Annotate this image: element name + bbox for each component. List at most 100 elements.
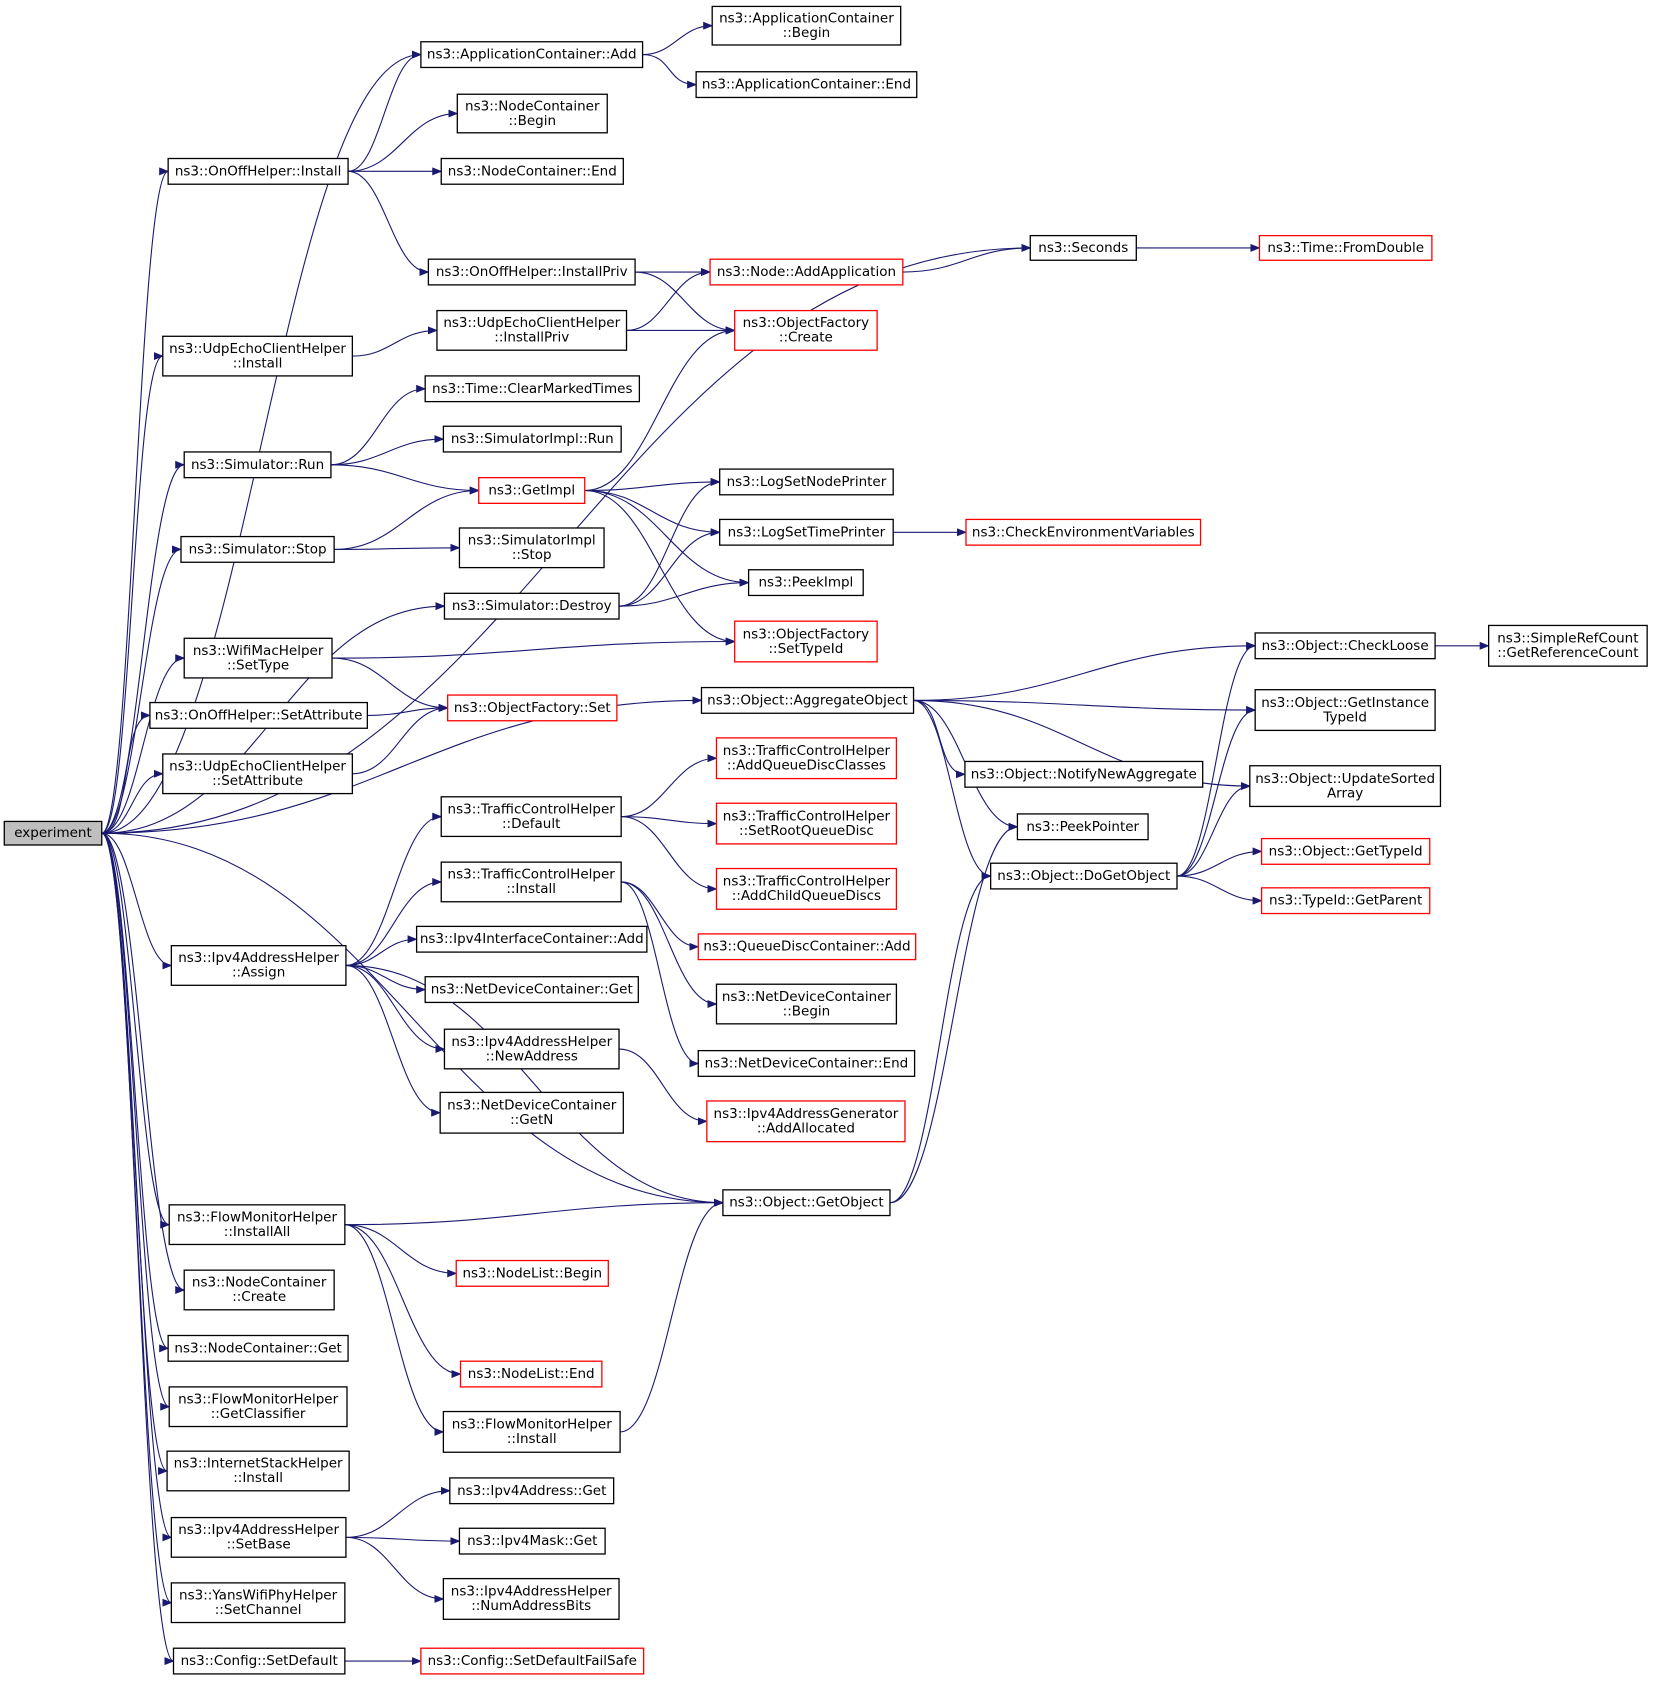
node-nlEnd[interactable]: ns3::NodeList::End xyxy=(459,1360,603,1388)
node-ishInstall[interactable]: ns3::InternetStackHelper::Install xyxy=(166,1450,350,1492)
node-fmInstall[interactable]: ns3::FlowMonitorHelper::Install xyxy=(442,1410,621,1453)
node-box-simRun xyxy=(183,451,332,479)
node-appBegin[interactable]: ns3::ApplicationContainer::Begin xyxy=(711,5,902,46)
edge-experiment-to-ncGet xyxy=(101,832,170,1353)
node-cfgFailSafe[interactable]: ns3::Config::SetDefaultFailSafe xyxy=(420,1647,645,1675)
node-box-seconds xyxy=(1029,234,1137,261)
node-getImpl[interactable]: ns3::GetImpl xyxy=(478,477,586,505)
node-ncEnd[interactable]: ns3::NodeContainer::End xyxy=(440,157,624,185)
edge-fmInstallAll-to-objGetObject xyxy=(344,1198,724,1226)
node-ndcEnd[interactable]: ns3::NetDeviceContainer::End xyxy=(697,1049,916,1077)
node-ipv4AddrGet[interactable]: ns3::Ipv4Address::Get xyxy=(449,1477,615,1505)
node-fmGetClassifier[interactable]: ns3::FlowMonitorHelper::GetClassifier xyxy=(168,1386,348,1428)
node-ipv4GenAlloc[interactable]: ns3::Ipv4AddressGenerator::AddAllocated xyxy=(706,1100,906,1143)
node-ipv4Assign[interactable]: ns3::Ipv4AddressHelper::Assign xyxy=(170,945,347,986)
node-fromDouble[interactable]: ns3::Time::FromDouble xyxy=(1258,234,1433,261)
node-logSetNode[interactable]: ns3::LogSetNodePrinter xyxy=(719,468,894,496)
node-doGetObject[interactable]: ns3::Object::DoGetObject xyxy=(989,862,1178,890)
node-box-ndcEnd xyxy=(697,1049,916,1077)
node-udpSetAttr[interactable]: ns3::UdpEchoClientHelper::SetAttribute xyxy=(162,753,353,795)
edge-experiment-to-onoffSetAttr xyxy=(101,711,151,834)
node-simDestroy[interactable]: ns3::Simulator::Destroy xyxy=(443,592,620,620)
node-label-cfgFailSafe: ns3::Config::SetDefaultFailSafe xyxy=(428,1653,637,1669)
node-label-ndcGetN: ::GetN xyxy=(510,1112,553,1128)
node-label-nlBegin: ns3::NodeList::Begin xyxy=(462,1265,602,1281)
node-tchAddQDC[interactable]: ns3::TrafficControlHelper::AddQueueDiscC… xyxy=(715,737,898,780)
node-checkLoose[interactable]: ns3::Object::CheckLoose xyxy=(1254,632,1436,660)
node-tchInstall[interactable]: ns3::TrafficControlHelper::Install xyxy=(440,861,622,903)
node-ofSetTypeId[interactable]: ns3::ObjectFactory::SetTypeId xyxy=(734,620,878,663)
node-peekImpl[interactable]: ns3::PeekImpl xyxy=(747,569,864,597)
node-label-ipv4MaskGet: ns3::Ipv4Mask::Get xyxy=(467,1533,597,1549)
node-label-tchAddChild: ::AddChildQueueDiscs xyxy=(732,888,881,904)
node-tchDefault[interactable]: ns3::TrafficControlHelper::Default xyxy=(440,796,622,838)
node-typeIdGetParent[interactable]: ns3::TypeId::GetParent xyxy=(1260,887,1431,915)
node-peekPointer[interactable]: ns3::PeekPointer xyxy=(1016,813,1149,841)
node-label-ofCreate: ::Create xyxy=(779,330,833,346)
node-yansSetChannel[interactable]: ns3::YansWifiPhyHelper::SetChannel xyxy=(170,1582,346,1624)
node-appEnd[interactable]: ns3::ApplicationContainer::End xyxy=(695,71,918,99)
node-label-ncBegin: ::Begin xyxy=(508,113,556,129)
node-aggObj[interactable]: ns3::Object::AggregateObject xyxy=(700,686,915,714)
node-label-ipv4NumBits: ns3::Ipv4AddressHelper xyxy=(451,1584,612,1600)
node-ndcGet[interactable]: ns3::NetDeviceContainer::Get xyxy=(424,976,639,1004)
node-label-ofSet: ns3::ObjectFactory::Set xyxy=(454,700,611,716)
node-label-fmInstall: ::Install xyxy=(507,1431,557,1447)
node-ofSet[interactable]: ns3::ObjectFactory::Set xyxy=(447,694,618,722)
node-ipv4NumBits[interactable]: ns3::Ipv4AddressHelper::NumAddressBits xyxy=(442,1577,620,1620)
node-experiment[interactable]: experiment xyxy=(3,820,103,846)
node-udpInstallPriv[interactable]: ns3::UdpEchoClientHelper::InstallPriv xyxy=(436,309,628,351)
node-udpInstall[interactable]: ns3::UdpEchoClientHelper::Install xyxy=(162,335,353,377)
node-box-getInstTypeId xyxy=(1254,689,1436,732)
node-checkEnv[interactable]: ns3::CheckEnvironmentVariables xyxy=(965,518,1202,546)
node-appAdd[interactable]: ns3::ApplicationContainer::Add xyxy=(420,41,644,69)
node-simImplRun[interactable]: ns3::SimulatorImpl::Run xyxy=(442,425,622,453)
node-ncCreate[interactable]: ns3::NodeContainer::Create xyxy=(183,1269,335,1311)
node-onoffInstallPriv[interactable]: ns3::OnOffHelper::InstallPriv xyxy=(427,258,636,286)
node-tchSetRoot[interactable]: ns3::TrafficControlHelper::SetRootQueueD… xyxy=(715,802,898,845)
node-cfgSetDefault[interactable]: ns3::Config::SetDefault xyxy=(172,1647,346,1675)
node-box-ndcGetN xyxy=(439,1091,624,1134)
node-nodeAddApp[interactable]: ns3::Node::AddApplication xyxy=(709,258,904,286)
node-box-getRefCount xyxy=(1487,624,1648,667)
node-onoffSetAttr[interactable]: ns3::OnOffHelper::SetAttribute xyxy=(149,701,368,729)
node-ipv4IfcAdd[interactable]: ns3::Ipv4InterfaceContainer::Add xyxy=(415,925,648,953)
node-ncBegin[interactable]: ns3::NodeContainer::Begin xyxy=(456,93,608,134)
node-label-ipv4Assign: ns3::Ipv4AddressHelper xyxy=(178,950,339,966)
edge-doGetObject-to-typeIdGetParent xyxy=(1176,875,1263,905)
node-ipv4SetBase[interactable]: ns3::Ipv4AddressHelper::SetBase xyxy=(170,1516,347,1558)
edge-simStop-to-getImpl xyxy=(334,486,480,550)
node-simStop[interactable]: ns3::Simulator::Stop xyxy=(180,535,335,563)
node-label-simImplRun: ns3::SimulatorImpl::Run xyxy=(451,431,614,447)
node-ndcBegin[interactable]: ns3::NetDeviceContainer::Begin xyxy=(715,983,898,1025)
node-clearMarked[interactable]: ns3::Time::ClearMarkedTimes xyxy=(424,375,641,403)
node-box-tchDefault xyxy=(440,796,622,838)
node-getRefCount[interactable]: ns3::SimpleRefCount::GetReferenceCount xyxy=(1487,624,1648,667)
node-box-ncEnd xyxy=(440,157,624,185)
node-label-typeIdGetParent: ns3::TypeId::GetParent xyxy=(1269,893,1422,909)
node-seconds[interactable]: ns3::Seconds xyxy=(1029,234,1137,261)
node-qdcAdd[interactable]: ns3::QueueDiscContainer::Add xyxy=(697,933,917,961)
node-notifyNewAgg[interactable]: ns3::Object::NotifyNewAggregate xyxy=(964,760,1204,788)
node-wifiSetType[interactable]: ns3::WifiMacHelper::SetType xyxy=(183,637,333,679)
node-onoffInstall[interactable]: ns3::OnOffHelper::Install xyxy=(167,157,349,185)
node-label-onoffInstallPriv: ns3::OnOffHelper::InstallPriv xyxy=(436,264,628,280)
node-ipv4MaskGet[interactable]: ns3::Ipv4Mask::Get xyxy=(458,1527,606,1555)
node-box-ipv4NewAddr xyxy=(443,1028,620,1070)
node-ofCreate[interactable]: ns3::ObjectFactory::Create xyxy=(734,309,878,351)
node-ndcGetN[interactable]: ns3::NetDeviceContainer::GetN xyxy=(439,1091,624,1134)
node-nlBegin[interactable]: ns3::NodeList::Begin xyxy=(455,1259,609,1287)
node-objGetObject[interactable]: ns3::Object::GetObject xyxy=(722,1189,891,1217)
node-simImplStop[interactable]: ns3::SimulatorImpl::Stop xyxy=(458,527,605,569)
node-fmInstallAll[interactable]: ns3::FlowMonitorHelper::InstallAll xyxy=(168,1204,346,1246)
node-simRun[interactable]: ns3::Simulator::Run xyxy=(183,451,332,479)
node-logSetTime[interactable]: ns3::LogSetTimePrinter xyxy=(719,518,894,546)
node-ipv4NewAddr[interactable]: ns3::Ipv4AddressHelper::NewAddress xyxy=(443,1028,620,1070)
node-ncGet[interactable]: ns3::NodeContainer::Get xyxy=(167,1334,349,1362)
edge-aggObj-to-getInstTypeId xyxy=(913,699,1257,715)
node-tchAddChild[interactable]: ns3::TrafficControlHelper::AddChildQueue… xyxy=(715,867,898,910)
edge-experiment-to-udpInstall xyxy=(101,352,164,834)
node-getTypeId[interactable]: ns3::Object::GetTypeId xyxy=(1260,837,1431,865)
